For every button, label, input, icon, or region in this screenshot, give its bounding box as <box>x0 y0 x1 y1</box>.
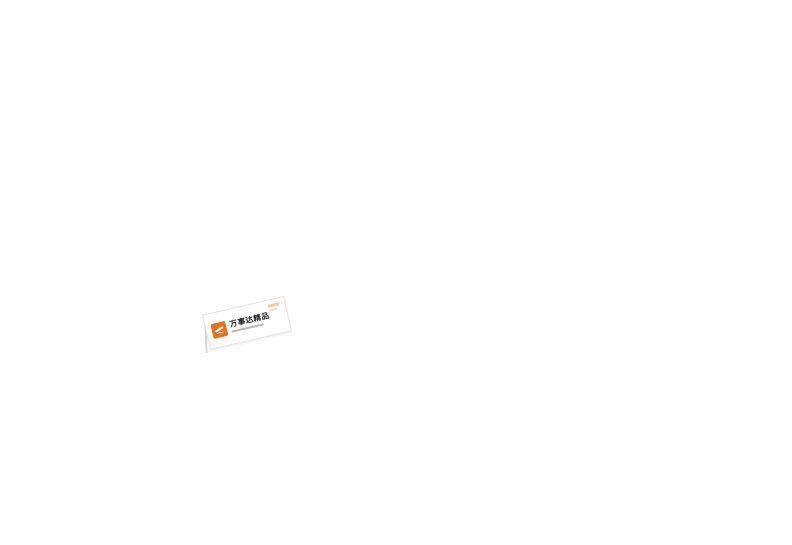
banner-card: 万事达精品 <box>202 296 292 350</box>
right-mark-line <box>267 302 280 308</box>
banner-right-marks <box>267 301 280 312</box>
brand-logo <box>210 320 229 339</box>
right-mark-line <box>268 307 278 312</box>
banner-text-block: 万事达精品 <box>229 311 270 333</box>
